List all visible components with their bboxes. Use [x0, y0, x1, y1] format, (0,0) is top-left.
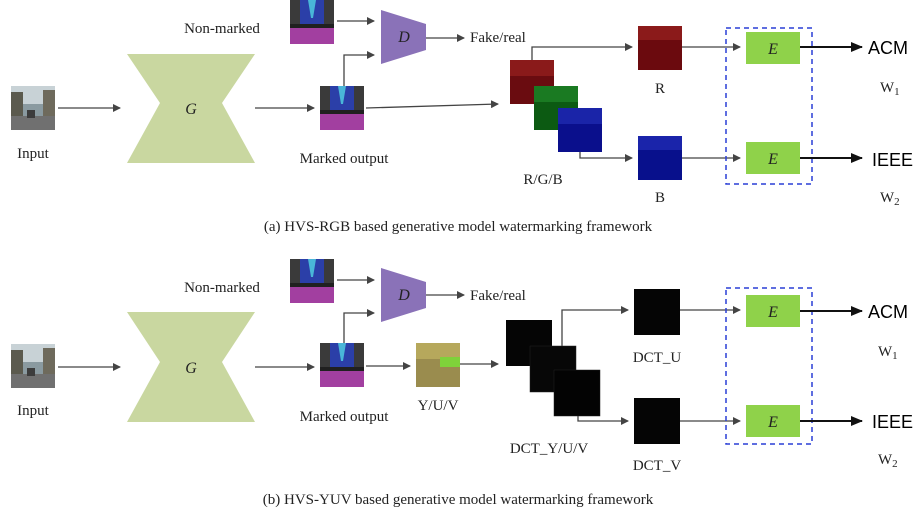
generator-g-b: [127, 312, 255, 422]
marked-output-image-b: [320, 343, 364, 387]
non-marked-label-a: Non-marked: [184, 21, 260, 37]
arrow-marked-to-d-b: [343, 309, 375, 343]
w2-label-b: W2: [878, 452, 898, 470]
generator-label-a: G: [185, 101, 197, 118]
discriminator-label-a: D: [397, 29, 410, 46]
dct-u-label: DCT_U: [633, 350, 682, 366]
caption-b: (b) HVS-YUV based generative model water…: [263, 492, 654, 508]
caption-a: (a) HVS-RGB based generative model water…: [264, 219, 653, 235]
dct-v-label: DCT_V: [633, 458, 682, 474]
yuv-label: Y/U/V: [418, 398, 459, 414]
rgb-label-a: R/G/B: [523, 172, 562, 188]
b-label: B: [655, 190, 665, 206]
r-label: R: [655, 81, 665, 97]
input-image-a: [11, 86, 55, 130]
arrow-dct-to-u: [561, 306, 629, 346]
discriminator-d-b: [381, 268, 426, 322]
extractor-e1-b: [746, 295, 800, 327]
arrow-marked-to-rgb-a: [365, 100, 499, 109]
non-marked-image-a: [290, 0, 334, 44]
extractor-e1-label-b: E: [767, 304, 778, 321]
generator-label-b: G: [185, 360, 197, 377]
non-marked-label-b: Non-marked: [184, 280, 260, 296]
watermark-ieee-b: IEEE: [872, 412, 913, 432]
watermark-acm-b: ACM: [868, 302, 908, 322]
extractor-e2-label-b: E: [767, 414, 778, 431]
w1-label-b: W1: [878, 344, 898, 362]
w2-label-a: W2: [880, 190, 900, 208]
discriminator-d-a: [381, 10, 426, 64]
watermark-acm-a: ACM: [868, 38, 908, 58]
extractor-dashed-box-b: [725, 287, 813, 445]
non-marked-image-b: [290, 259, 334, 303]
dct-yuv-label: DCT_Y/U/V: [510, 441, 589, 457]
watermark-ieee-a: IEEE: [872, 150, 913, 170]
marked-output-label-b: Marked output: [300, 409, 390, 425]
extractor-e1-label-a: E: [767, 41, 778, 58]
input-image-b: [11, 344, 55, 388]
w1-label-a: W1: [880, 80, 900, 98]
marked-output-label-a: Marked output: [300, 151, 390, 167]
fake-real-label-b: Fake/real: [470, 288, 526, 304]
panel-a: Input G Marked output Non-marked D Fake/…: [11, 0, 913, 235]
dct-v-stack: [553, 369, 601, 417]
extractor-dashed-box-a: [725, 27, 813, 185]
arrow-marked-to-d-a: [343, 51, 375, 86]
dct-u-image: [634, 289, 680, 335]
discriminator-label-b: D: [397, 287, 410, 304]
input-label-b: Input: [17, 403, 49, 419]
marked-output-image-a: [320, 86, 364, 130]
arrow-rgb-to-r: [531, 43, 633, 60]
panel-b: Input G Marked output Non-marked D Fake/…: [11, 259, 913, 508]
extractor-e2-label-a: E: [767, 151, 778, 168]
arrow-rgb-to-b: [579, 152, 633, 162]
fake-real-label-a: Fake/real: [470, 30, 526, 46]
extractor-e2-b: [746, 405, 800, 437]
extractor-e2-a: [746, 142, 800, 174]
arrow-dct-to-v: [577, 416, 629, 425]
input-label-a: Input: [17, 146, 49, 162]
generator-g-a: [127, 54, 255, 163]
dct-v-image: [634, 398, 680, 444]
extractor-e1-a: [746, 32, 800, 64]
